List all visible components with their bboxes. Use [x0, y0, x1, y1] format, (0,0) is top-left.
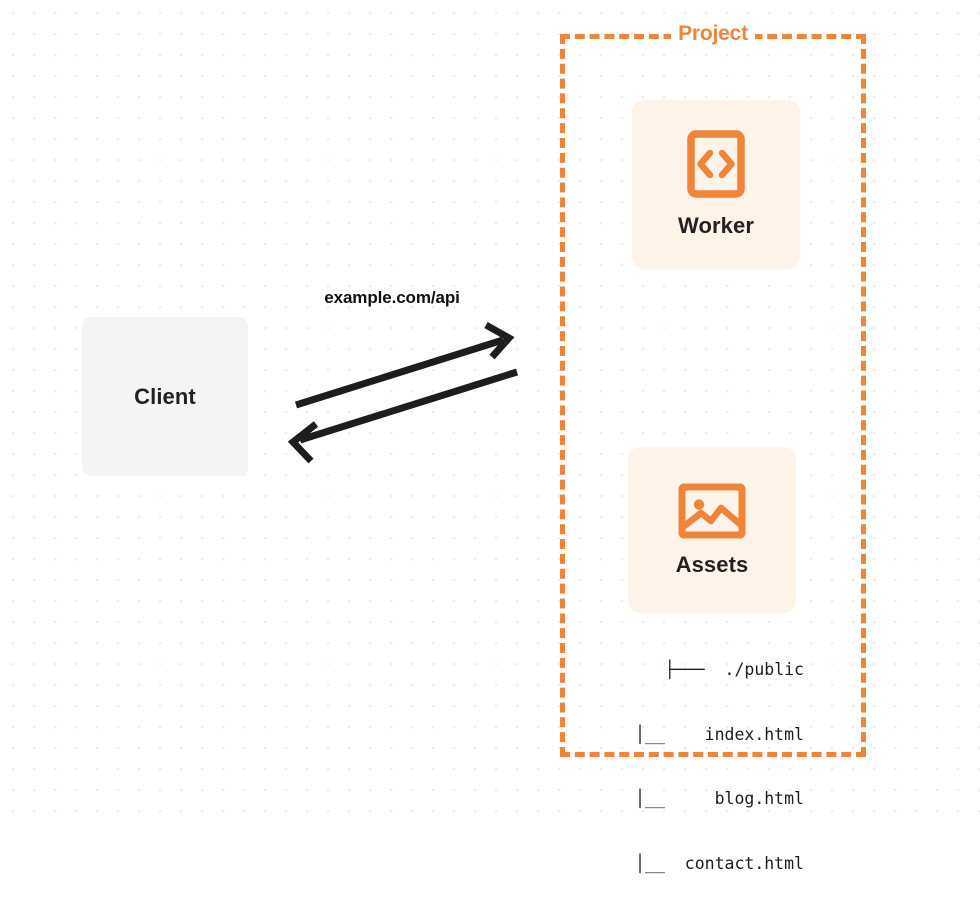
- file-tree-row: │__ blog.html: [635, 789, 804, 808]
- diagram-canvas: example.com/api Client Project Worker As…: [0, 0, 980, 873]
- file-tree-row: │__ index.html: [635, 724, 804, 744]
- request-arrow-head: [484, 321, 515, 360]
- edge-label: example.com/api: [324, 288, 460, 307]
- file-tree-row: │__ contact.html: [635, 853, 804, 873]
- response-arrow-line: [298, 368, 519, 444]
- worker-label: Worker: [678, 213, 754, 238]
- project-label-text: Project: [671, 20, 755, 48]
- image-icon: [678, 483, 746, 539]
- project-label: Project: [560, 20, 866, 48]
- file-tree-row: ├─── ./public: [664, 660, 804, 679]
- worker-node[interactable]: Worker: [632, 100, 800, 269]
- assets-label: Assets: [675, 551, 749, 577]
- code-brackets-icon: [687, 130, 745, 198]
- request-arrow-line: [294, 336, 505, 409]
- response-arrow-head: [287, 421, 319, 464]
- assets-node[interactable]: Assets: [628, 447, 796, 613]
- client-label: Client: [134, 383, 196, 409]
- assets-file-tree: ├─── ./public │__ index.html │__ blog.ht…: [604, 616, 804, 917]
- client-node[interactable]: Client: [82, 317, 248, 476]
